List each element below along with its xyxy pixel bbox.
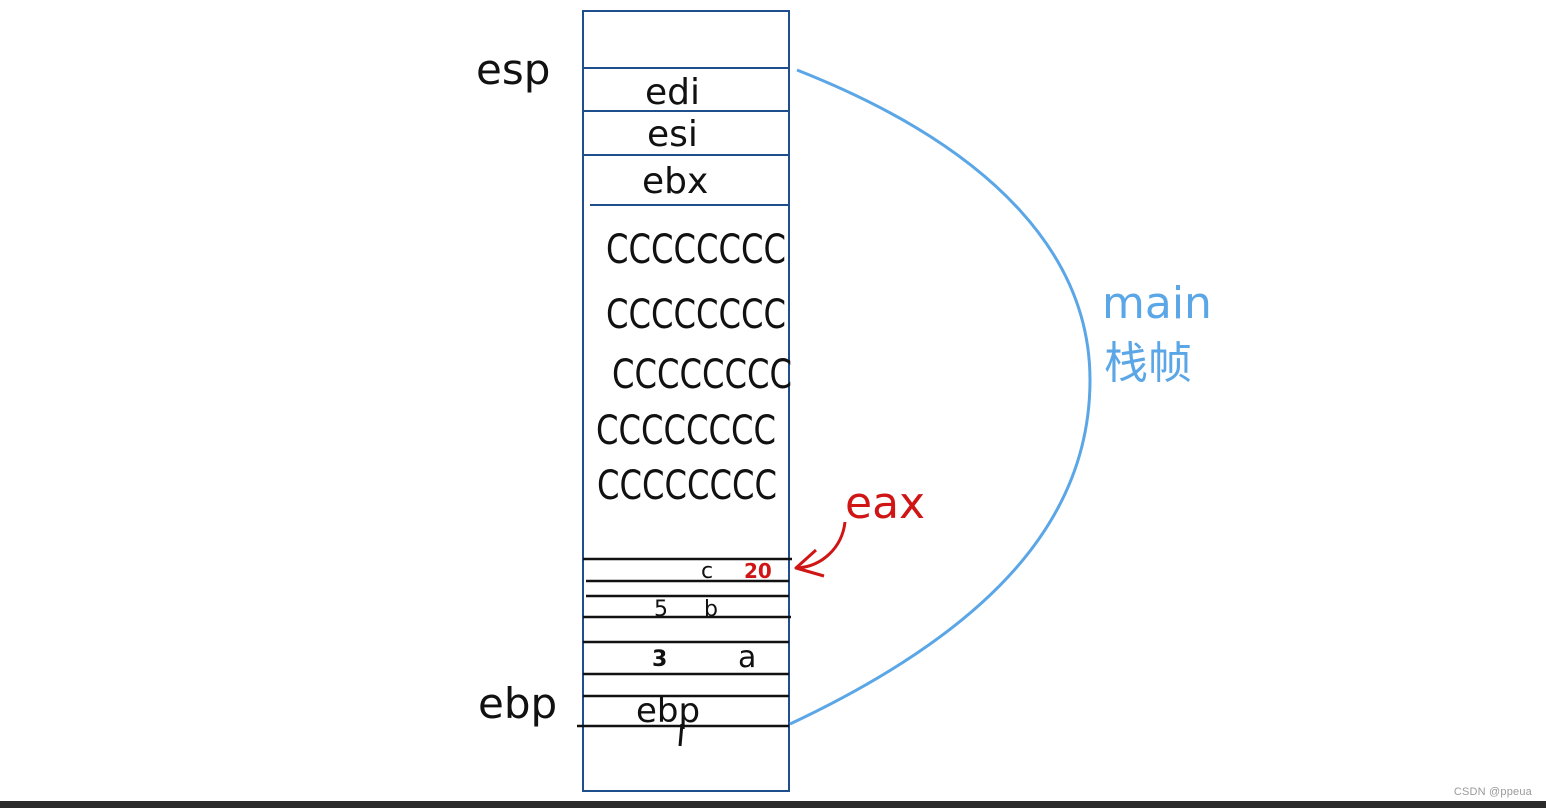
slot-ebx: ebx bbox=[642, 161, 708, 202]
fill-row: CCCCCCCC bbox=[612, 352, 792, 398]
ebp-pointer-label: ebp bbox=[478, 679, 557, 728]
var-c-label: c bbox=[701, 559, 713, 584]
frame-label-stackframe: 栈帧 bbox=[1104, 338, 1192, 389]
fill-row: CCCCCCCC bbox=[597, 463, 777, 509]
fill-row: CCCCCCCC bbox=[596, 408, 776, 454]
eax-label: eax bbox=[845, 478, 925, 529]
fill-row: CCCCCCCC bbox=[606, 292, 786, 338]
bottom-border bbox=[0, 801, 1546, 808]
watermark: CSDN @ppeua bbox=[1453, 786, 1532, 798]
var-b-label: b bbox=[704, 597, 718, 622]
slot-edi: edi bbox=[645, 72, 700, 113]
eax-arrowhead-icon bbox=[794, 548, 825, 578]
var-b-value: 5 bbox=[654, 597, 668, 622]
frame-brace-icon bbox=[789, 68, 1092, 726]
frame-label-main: main bbox=[1102, 278, 1212, 329]
esp-pointer-label: esp bbox=[476, 45, 550, 94]
var-a-label: a bbox=[738, 640, 756, 675]
var-a-value: 3 bbox=[652, 647, 667, 672]
stack-outline bbox=[582, 10, 790, 792]
var-c-value: 20 bbox=[744, 559, 772, 583]
fill-row: CCCCCCCC bbox=[606, 227, 786, 273]
slot-esi: esi bbox=[647, 114, 698, 155]
eax-arrow-icon bbox=[797, 521, 847, 570]
slot-saved-ebp: ebp bbox=[636, 691, 700, 731]
ebp-descender bbox=[678, 723, 684, 747]
